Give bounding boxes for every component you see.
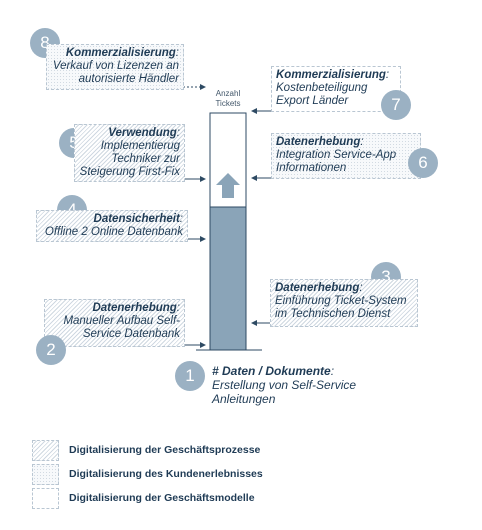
legend-swatch-customer bbox=[32, 464, 59, 485]
step-4-box: Datensicherheit: Offline 2 Online Datenb… bbox=[36, 210, 188, 242]
step-2-circle: 2 bbox=[36, 335, 66, 365]
step-7-box: Kommerzialisierung: Kostenbeteiligung Ex… bbox=[271, 66, 401, 112]
step-6-circle: 6 bbox=[408, 148, 438, 178]
step-6-text: Integration Service-App Informationen bbox=[276, 149, 397, 174]
step-2-title: Datenerhebung bbox=[92, 302, 177, 314]
step-5-text: Implementierug Techniker zur Steigerung … bbox=[79, 140, 180, 178]
step-4-title: Datensicherheit bbox=[93, 213, 180, 225]
step-5-title: Verwendung bbox=[108, 127, 177, 139]
legend-swatch-business-models bbox=[32, 488, 59, 509]
step-3-title: Datenerhebung bbox=[275, 282, 360, 294]
step-4-text: Offline 2 Online Datenbank bbox=[44, 226, 183, 238]
step-6-title: Datenerhebung bbox=[276, 136, 361, 148]
step-8-title: Kommerzialisierung bbox=[65, 47, 176, 59]
legend-label-business-models: Digitalisierung der Geschäftsmodelle bbox=[69, 492, 255, 504]
step-7-title: Kommerzialisierung bbox=[276, 69, 386, 81]
step-8-text: Verkauf von Lizenzen an autorisierte Hän… bbox=[52, 60, 179, 85]
step-1-circle: 1 bbox=[175, 361, 205, 391]
step-1-text: Erstellung von Self-Service Anleitungen bbox=[212, 378, 357, 406]
legend-label-customer: Digitalisierung des Kundenerlebnisses bbox=[69, 468, 263, 480]
step-2-box: Datenerhebung: Manueller Aufbau Self-Ser… bbox=[44, 299, 185, 347]
step-3-box: Datenerhebung: Einführung Ticket-System … bbox=[270, 279, 418, 327]
step-2-text: Manueller Aufbau Self-Service Datenbank bbox=[63, 315, 180, 340]
axis-label: Anzahl Tickets bbox=[215, 89, 241, 108]
step-3-text: Einführung Ticket-System im Technischen … bbox=[275, 295, 407, 320]
legend-label-processes: Digitalisierung der Geschäftsprozesse bbox=[69, 444, 261, 456]
legend-swatch-processes bbox=[32, 440, 59, 461]
step-7-text: Kostenbeteiligung Export Länder bbox=[276, 82, 368, 107]
step-8-box: Kommerzialisierung: Verkauf von Lizenzen… bbox=[46, 44, 184, 90]
ticket-bar-fill bbox=[209, 206, 247, 351]
step-1-title: # Daten / Dokumente bbox=[212, 364, 331, 378]
step-1-box: # Daten / Dokumente: Erstellung von Self… bbox=[208, 362, 368, 408]
step-7-circle: 7 bbox=[381, 90, 411, 120]
step-5-box: Verwendung: Implementierug Techniker zur… bbox=[74, 124, 185, 182]
step-6-box: Datenerhebung: Integration Service-App I… bbox=[271, 133, 421, 179]
growth-arrow-icon bbox=[216, 173, 240, 198]
